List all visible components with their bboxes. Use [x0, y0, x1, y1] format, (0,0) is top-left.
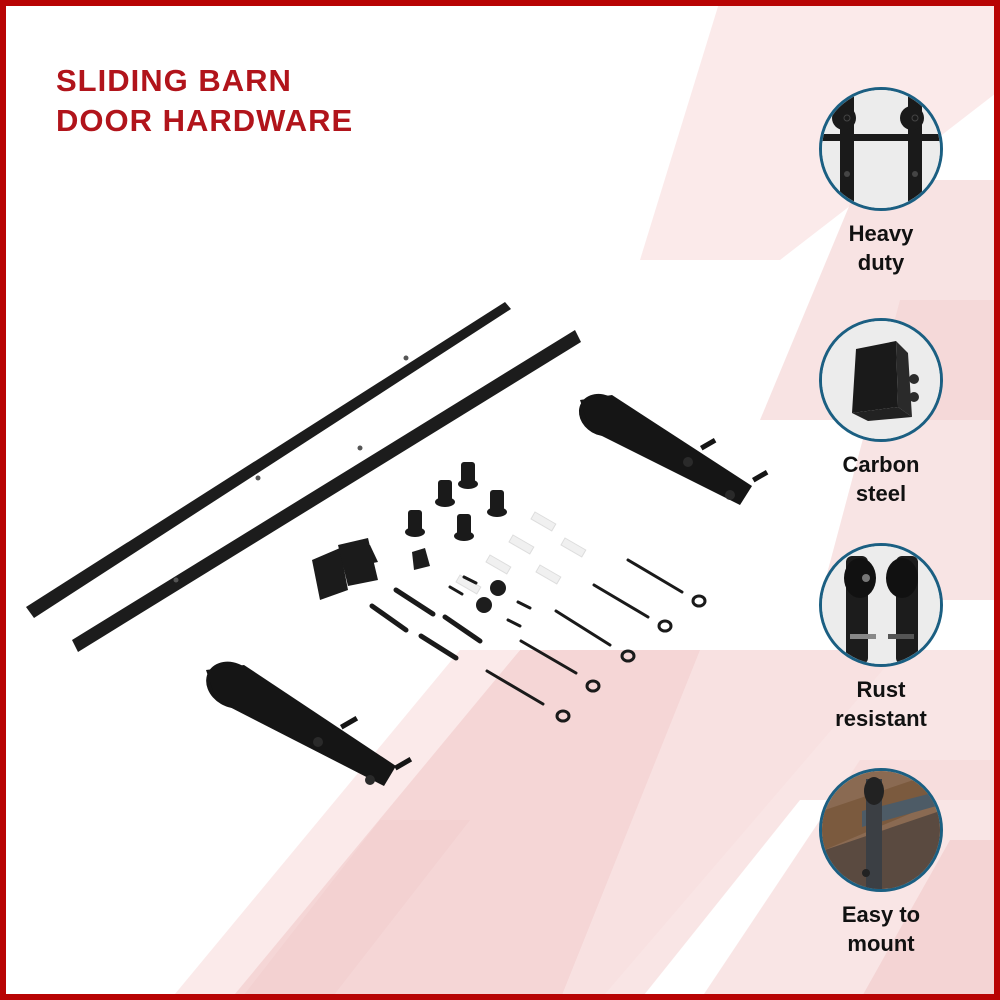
feature-heavy-duty: Heavy duty — [806, 87, 956, 277]
wall-spacers — [405, 462, 507, 541]
mounted-door-icon — [819, 768, 943, 892]
title-line-2: DOOR HARDWARE — [56, 103, 354, 138]
hanger-rail-icon — [819, 87, 943, 211]
feature-label-line2: resistant — [835, 706, 927, 731]
feature-label-line1: Rust — [856, 677, 906, 702]
track-rail — [26, 302, 581, 652]
roller-wheel-icon — [819, 543, 943, 667]
page-title: SLIDING BARN DOOR HARDWARE — [56, 61, 353, 141]
feature-label-line2: mount — [847, 931, 915, 956]
lag-screws — [448, 558, 684, 706]
feature-label-line1: Easy to — [841, 902, 921, 927]
feature-label-line2: steel — [855, 481, 907, 506]
feature-label-line2: duty — [857, 250, 905, 275]
feature-label-line1: Heavy — [848, 221, 914, 246]
feature-easy-to-mount: Easy to mount — [806, 768, 956, 958]
roller-hanger-top — [578, 393, 769, 505]
bolts — [369, 587, 483, 661]
stoppers — [412, 548, 506, 613]
floor-guide-icon — [819, 318, 943, 442]
feature-carbon-steel: Carbon steel — [806, 318, 956, 508]
roller-hanger-bottom — [206, 661, 413, 786]
floor-guides — [312, 538, 378, 600]
feature-rust-resistant: Rust resistant — [806, 543, 956, 733]
feature-label-line1: Carbon — [842, 452, 920, 477]
wall-anchors — [455, 511, 587, 595]
washers — [555, 594, 707, 723]
title-line-1: SLIDING BARN — [56, 63, 292, 98]
